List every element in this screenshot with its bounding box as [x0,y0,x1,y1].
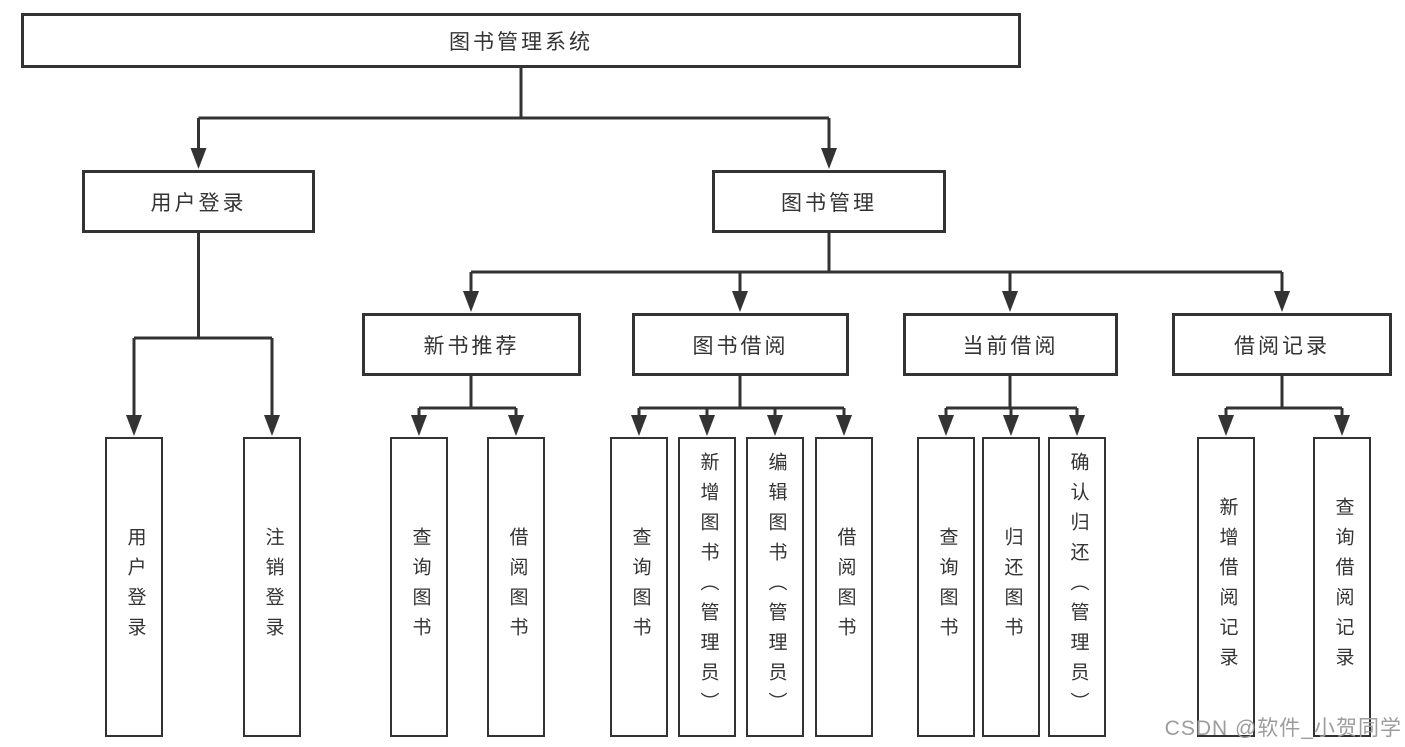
leaf-label: 新增图书（管理员） [697,452,719,722]
leaf-return-books: 归还图书 [982,437,1040,737]
leaf-label: 查询图书 [629,527,651,647]
node-user-login: 用户登录 [82,170,315,233]
leaf-edit-books-admin: 编辑图书（管理员） [746,437,804,737]
leaf-borrow-books-borrowing: 借阅图书 [815,437,873,737]
leaf-label: 新增借阅记录 [1216,497,1238,677]
node-label: 新书推荐 [423,334,520,358]
watermark: CSDN @软件_小贺同学 [1164,717,1402,740]
leaf-label: 借阅图书 [506,527,528,647]
leaf-label: 用户登录 [124,527,146,647]
leaf-confirm-return-admin: 确认归还（管理员） [1048,437,1106,737]
leaf-label: 注销登录 [262,527,284,647]
leaf-label: 查询图书 [936,527,958,647]
node-new-book-recommendation: 新书推荐 [362,313,581,376]
node-label: 借阅记录 [1234,334,1330,358]
leaf-borrow-books-recommend: 借阅图书 [487,437,545,737]
node-borrowing-records: 借阅记录 [1172,313,1392,376]
connector-path [132,68,1344,418]
node-label: 用户登录 [150,191,247,215]
leaf-label: 借阅图书 [834,527,856,647]
node-library-management-system: 图书管理系统 [21,13,1021,68]
leaf-query-books-borrowing: 查询图书 [610,437,668,737]
leaf-label: 编辑图书（管理员） [765,452,787,722]
leaf-label: 查询图书 [409,527,431,647]
leaf-label: 归还图书 [1001,527,1023,647]
node-label: 图书借阅 [692,334,789,358]
leaf-query-books-current: 查询图书 [917,437,975,737]
node-book-management: 图书管理 [712,170,946,233]
node-book-borrowing: 图书借阅 [632,313,849,376]
leaf-add-borrow-record: 新增借阅记录 [1197,437,1255,737]
node-label: 图书管理系统 [449,30,593,54]
leaf-label: 查询借阅记录 [1332,497,1354,677]
leaf-logout-login: 注销登录 [243,437,301,737]
node-label: 当前借阅 [962,334,1059,358]
leaf-user-login: 用户登录 [105,437,163,737]
node-label: 图书管理 [781,191,877,215]
leaf-query-books-recommend: 查询图书 [390,437,448,737]
node-current-borrowing: 当前借阅 [903,313,1118,376]
leaf-query-borrow-record: 查询借阅记录 [1313,437,1371,737]
leaf-add-books-admin: 新增图书（管理员） [678,437,736,737]
leaf-label: 确认归还（管理员） [1067,452,1089,722]
